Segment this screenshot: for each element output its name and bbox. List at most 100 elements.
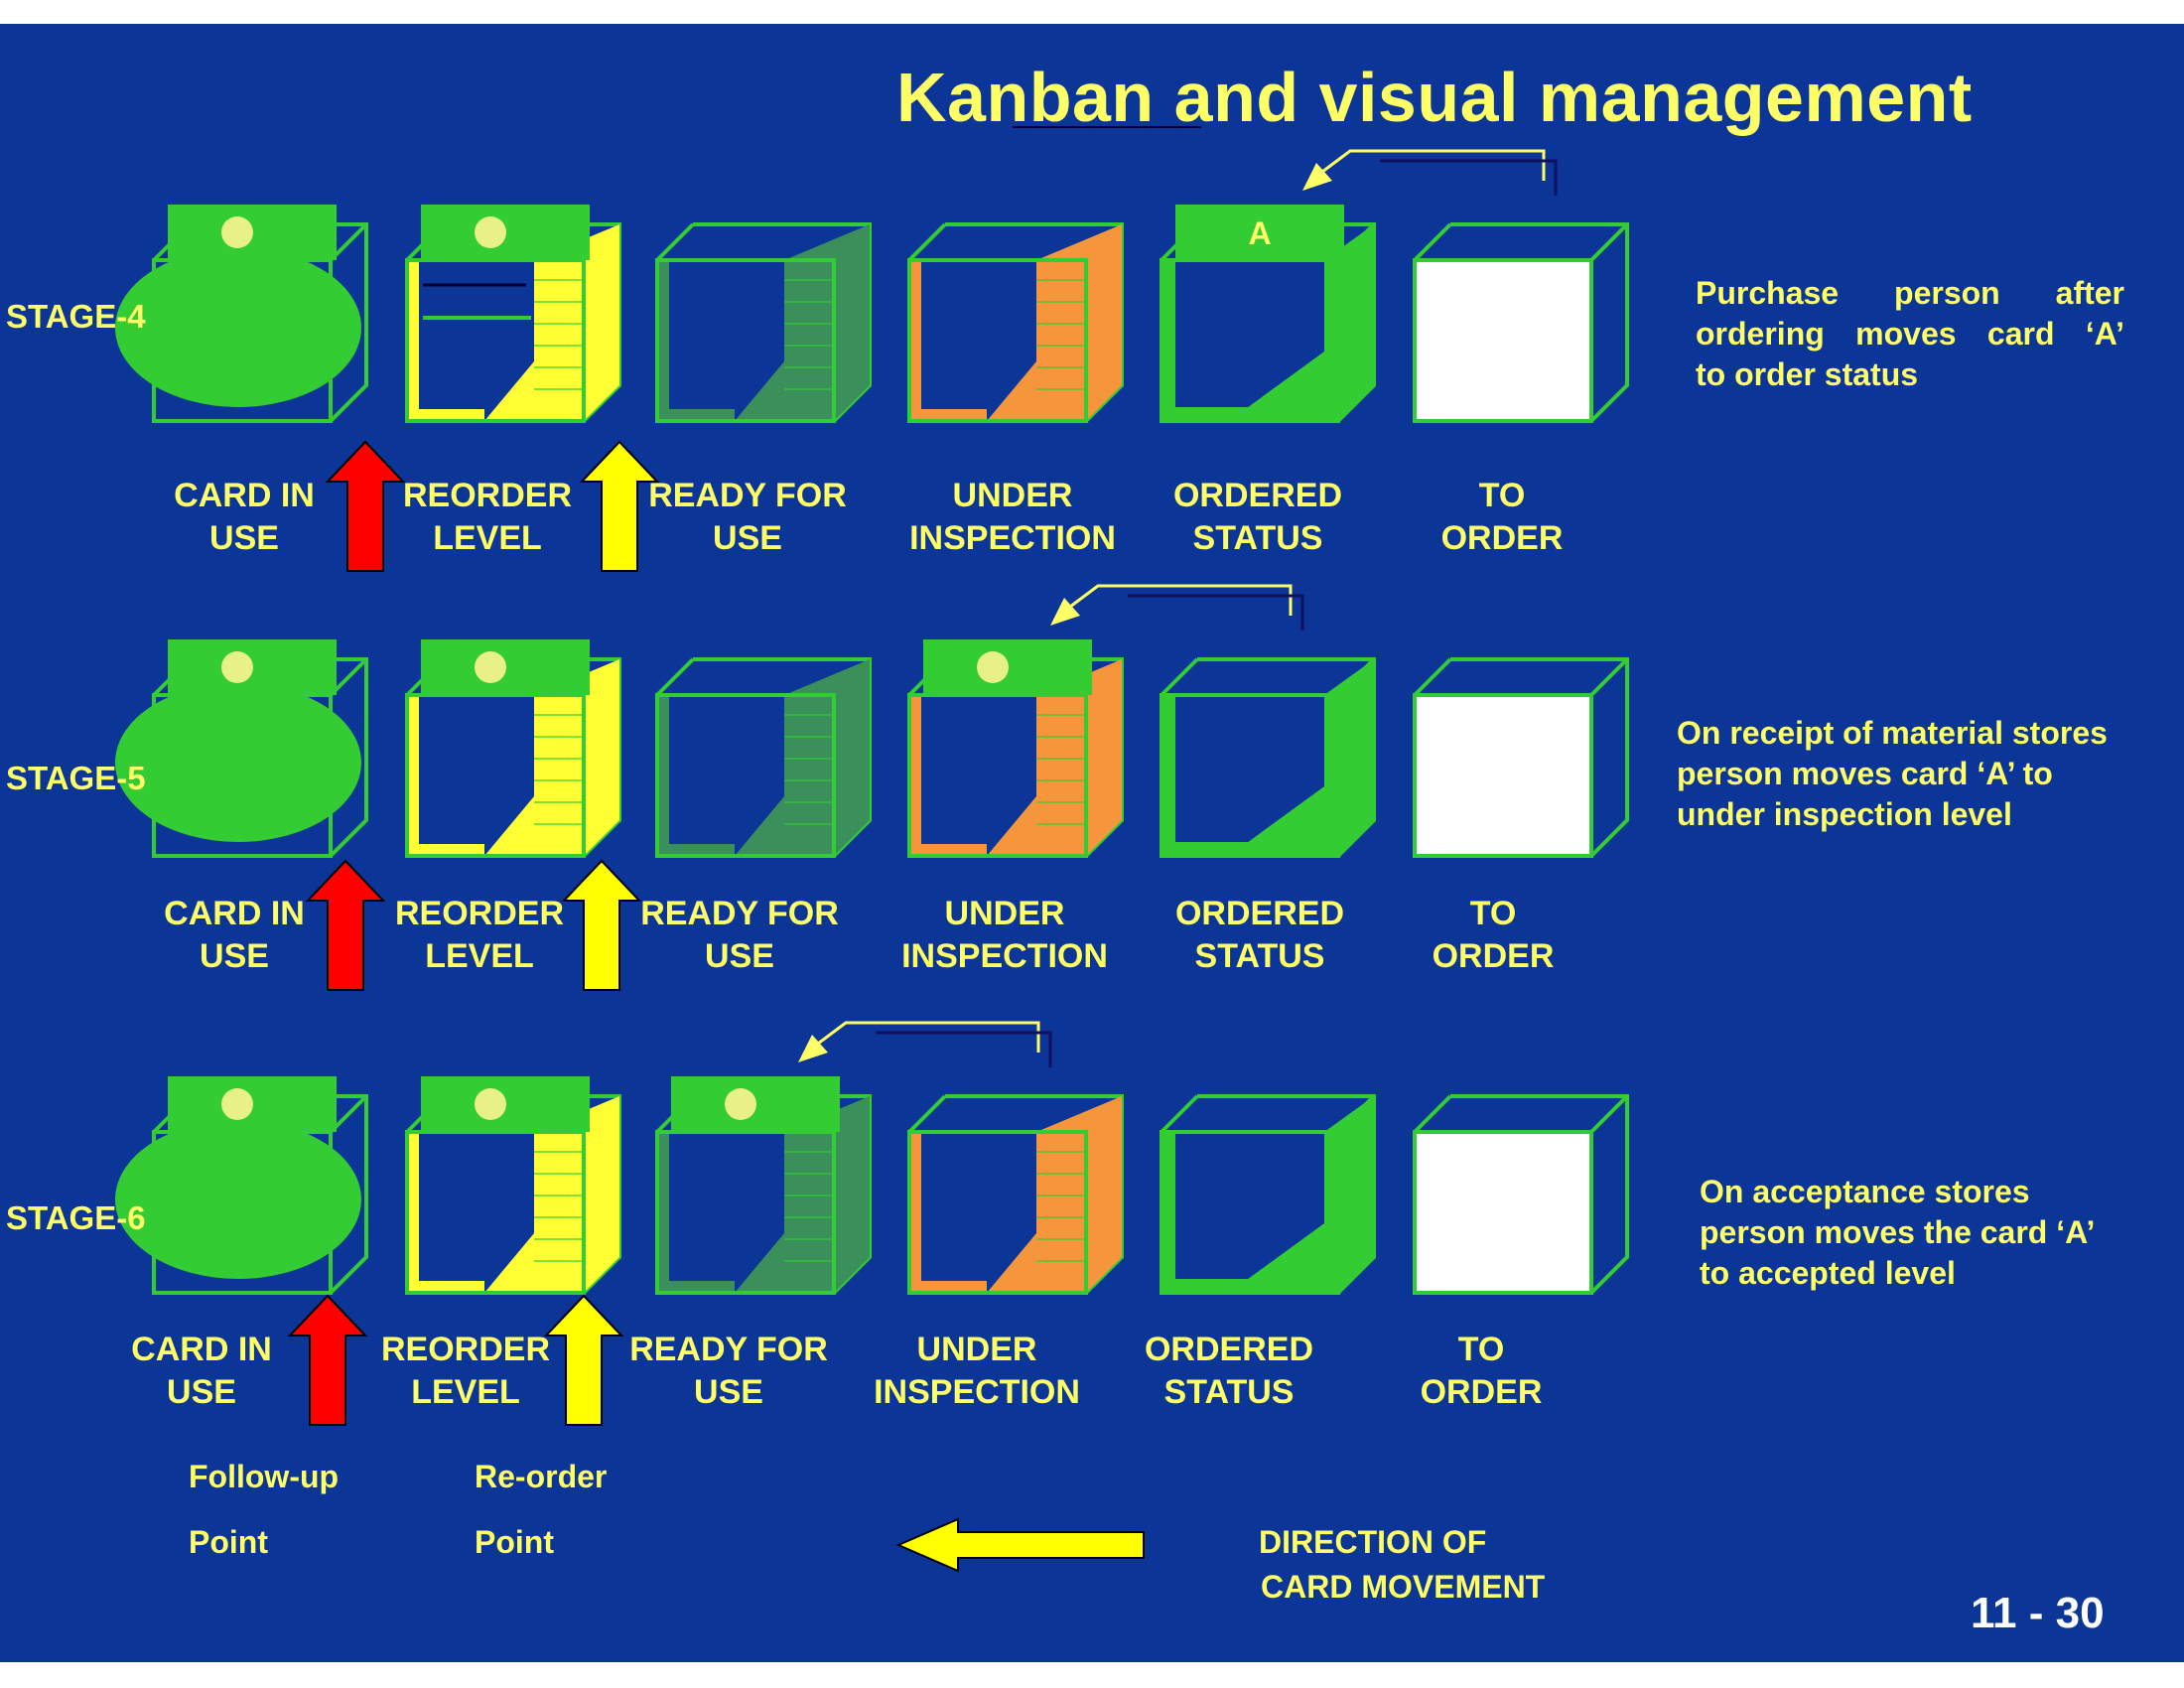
followup-point-line2: Point [189,1524,268,1560]
stage-4-bin-5-bottom [1161,407,1338,421]
stage-6-bin-5-fill [1229,1096,1374,1293]
stage-4-move-arrow-head [1302,163,1332,191]
stage-5-card-in-use-blob [115,683,361,842]
stage-5-move-arrow-shadow [1128,594,1304,631]
stage-5-bin-5-fill [1229,659,1374,856]
stage-4-bin-4-bottom [909,409,987,421]
stage-6-description: On acceptance stores person moves the ca… [1700,1174,2096,1291]
direction-line1: DIRECTION OF [1259,1524,1487,1560]
stage-5-card-tab-1-dot [221,651,253,683]
stage-6-followup-arrow [287,1294,368,1426]
stage-4-bin-2-left-wall [407,260,419,421]
stage-5-move-arrow-head [1050,598,1080,626]
stage-4-card-tab-5 [1175,205,1344,260]
stage-4-description: Purchase person after ordering moves car… [1696,275,2124,392]
stage-4-card-tab-2-dot [475,216,506,248]
stage-5-bin-3-front [655,693,836,858]
stage-6-bin-6-edge-tr [1589,1094,1629,1134]
followup-point-line1: Follow-up [189,1459,340,1494]
stage-4-bin-3-edge-tl [655,222,695,262]
stage-6-card-in-use-blob [115,1120,361,1279]
stage-5-followup-arrow [305,859,386,991]
stage-4-card-tab-1-dot [221,216,253,248]
stage-4-bin-6-edge-tl [1413,222,1452,262]
stage-5-bin-4-bottom [909,844,987,856]
stage-5-move-arrow-line [1057,584,1293,618]
stage-5-bin-6-back [1450,657,1629,858]
stage-6-bin-4-left-wall [909,1132,921,1293]
stage-4-bin-3-left-wall [657,260,669,421]
stage-5-description: On receipt of material stores person mov… [1677,715,2108,832]
stage-5-bin-6-edge-tl [1413,657,1452,697]
page-number: 11 - 30 [1971,1589,2105,1637]
reorder-point-line2: Point [475,1524,554,1560]
stage-4-card-tab-5-label: A [1248,215,1271,251]
stage-4-bin-4-front [907,258,1088,423]
stage-6-card-tab-1-dot [221,1088,253,1120]
stage-6-move-arrow-shadow [876,1031,1052,1067]
stage-6-bin-6-back [1450,1094,1629,1295]
stage-6-bin-2-left-wall [407,1132,419,1293]
stage-4-label: STAGE-4 [6,298,146,335]
stage-6-bin-5-front [1160,1130,1340,1295]
stage-6-bin-3-left-wall [657,1132,669,1293]
stage-5-bin-6-front [1413,693,1593,858]
stage-4-bin-5-left-wall [1161,260,1175,421]
stage-5-bin-5-bottom [1161,842,1338,856]
stage-6-move-arrow-line [805,1021,1040,1055]
page-title: Kanban and visual management [896,59,1973,136]
stage-4-bin-4-left-wall [909,260,921,421]
stage-6-bin-5-edge-tl [1160,1094,1199,1134]
stage-4-followup-arrow [325,440,406,572]
stage-6-move-arrow-head [798,1035,828,1062]
direction-arrow [895,1517,1145,1573]
stage-6-bin-4-edge-tl [907,1094,947,1134]
reorder-point-line1: Re-order [475,1459,608,1494]
stage-5-card-tab-4-dot [977,651,1009,683]
stage-5-bin-2-left-wall [407,695,419,856]
stage-5-bin-3-edge-tl [655,657,695,697]
stage-4-bin-4-edge-tl [907,222,947,262]
stage-4-move-arrow-shadow [1380,159,1558,196]
stage-6-reorder-arrow [543,1294,624,1426]
stage-6-bin-3-bottom [657,1281,735,1293]
stage-6-card-tab-2-dot [475,1088,506,1120]
stage-4-reorder-arrow [579,440,660,572]
stage-5-reorder-arrow [561,859,642,991]
stage-5-bin-3-left-wall [657,695,669,856]
stage-4-bin-3-front [655,258,836,423]
direction-line2: CARD MOVEMENT [1261,1569,1546,1605]
stage-4-bin-3-bottom [657,409,735,421]
stage-5-bin-2-bottom [407,844,484,856]
stage-4-bin-2-bottom [407,409,484,421]
stage-6-bin-5-left-wall [1161,1132,1175,1293]
stage-5-bin-5-front [1160,693,1340,858]
stage-6-bin-4-bottom [909,1281,987,1293]
stage-4-card-in-use-blob [115,248,361,407]
stage-6-card-tab-3-dot [725,1088,756,1120]
stage-4-move-arrow-line [1309,149,1546,183]
stage-5-card-tab-2-dot [475,651,506,683]
stage-4-bin-6-front [1413,258,1593,423]
stage-6-bin-6-front [1413,1130,1593,1295]
stage-5-bin-3-bottom [657,844,735,856]
stage-5-bin-5-edge-tl [1160,657,1199,697]
